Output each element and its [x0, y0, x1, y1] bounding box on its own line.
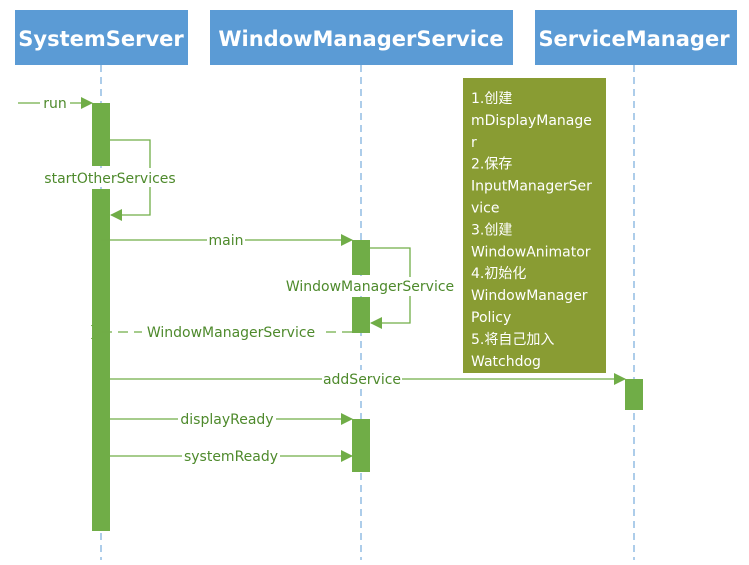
svg-text:startOtherServices: startOtherServices	[44, 171, 175, 187]
participant-servicemanager: ServiceManager	[535, 10, 737, 65]
note-line: vice	[471, 201, 500, 217]
svg-text:displayReady: displayReady	[180, 412, 273, 428]
activation-bar	[92, 189, 110, 531]
participant-windowmanagerservice: WindowManagerService	[210, 10, 513, 65]
note-line: 3.创建	[471, 222, 512, 238]
activation-bar	[352, 297, 370, 333]
message-wms-return: WindowManagerService	[102, 323, 352, 342]
participant-label: ServiceManager	[538, 27, 730, 51]
note-line: r	[471, 135, 477, 151]
note-line: WindowManager	[471, 288, 588, 304]
activation-bar	[92, 103, 110, 166]
svg-text:main: main	[209, 233, 244, 249]
message-start-other-services: startOtherServices	[42, 139, 178, 221]
note-line: 5.将自己加入	[471, 332, 554, 348]
note-line: 4.初始化	[471, 265, 526, 282]
note-line: 1.创建	[471, 91, 512, 107]
svg-text:systemReady: systemReady	[184, 449, 278, 465]
note-line: WindowAnimator	[471, 244, 591, 260]
message-display-ready: displayReady	[110, 410, 353, 428]
note-line: Policy	[471, 310, 511, 326]
message-wms-self: WindowManagerService	[282, 247, 458, 329]
activation-bar	[352, 419, 370, 472]
participant-systemserver: SystemServer	[15, 10, 188, 65]
note-line: mDisplayManage	[471, 113, 592, 129]
note-line: Watchdog	[471, 354, 541, 370]
message-run: run	[18, 94, 93, 112]
note-line: InputManagerSer	[471, 179, 592, 195]
note-box: 1.创建 mDisplayManage r 2.保存 InputManagerSer vi…	[463, 78, 606, 373]
message-system-ready: systemReady	[110, 447, 353, 465]
participant-label: WindowManagerService	[218, 27, 503, 51]
svg-text:WindowManagerService: WindowManagerService	[286, 279, 454, 295]
activation-bar	[352, 240, 370, 275]
activation-bar	[625, 379, 643, 410]
note-line: 2.保存	[471, 157, 512, 173]
svg-text:WindowManagerService: WindowManagerService	[147, 325, 315, 341]
participant-label: SystemServer	[18, 27, 184, 51]
message-add-service: addService	[110, 370, 626, 388]
message-main: main	[101, 231, 353, 249]
svg-text:run: run	[43, 96, 67, 112]
svg-text:addService: addService	[323, 372, 401, 388]
